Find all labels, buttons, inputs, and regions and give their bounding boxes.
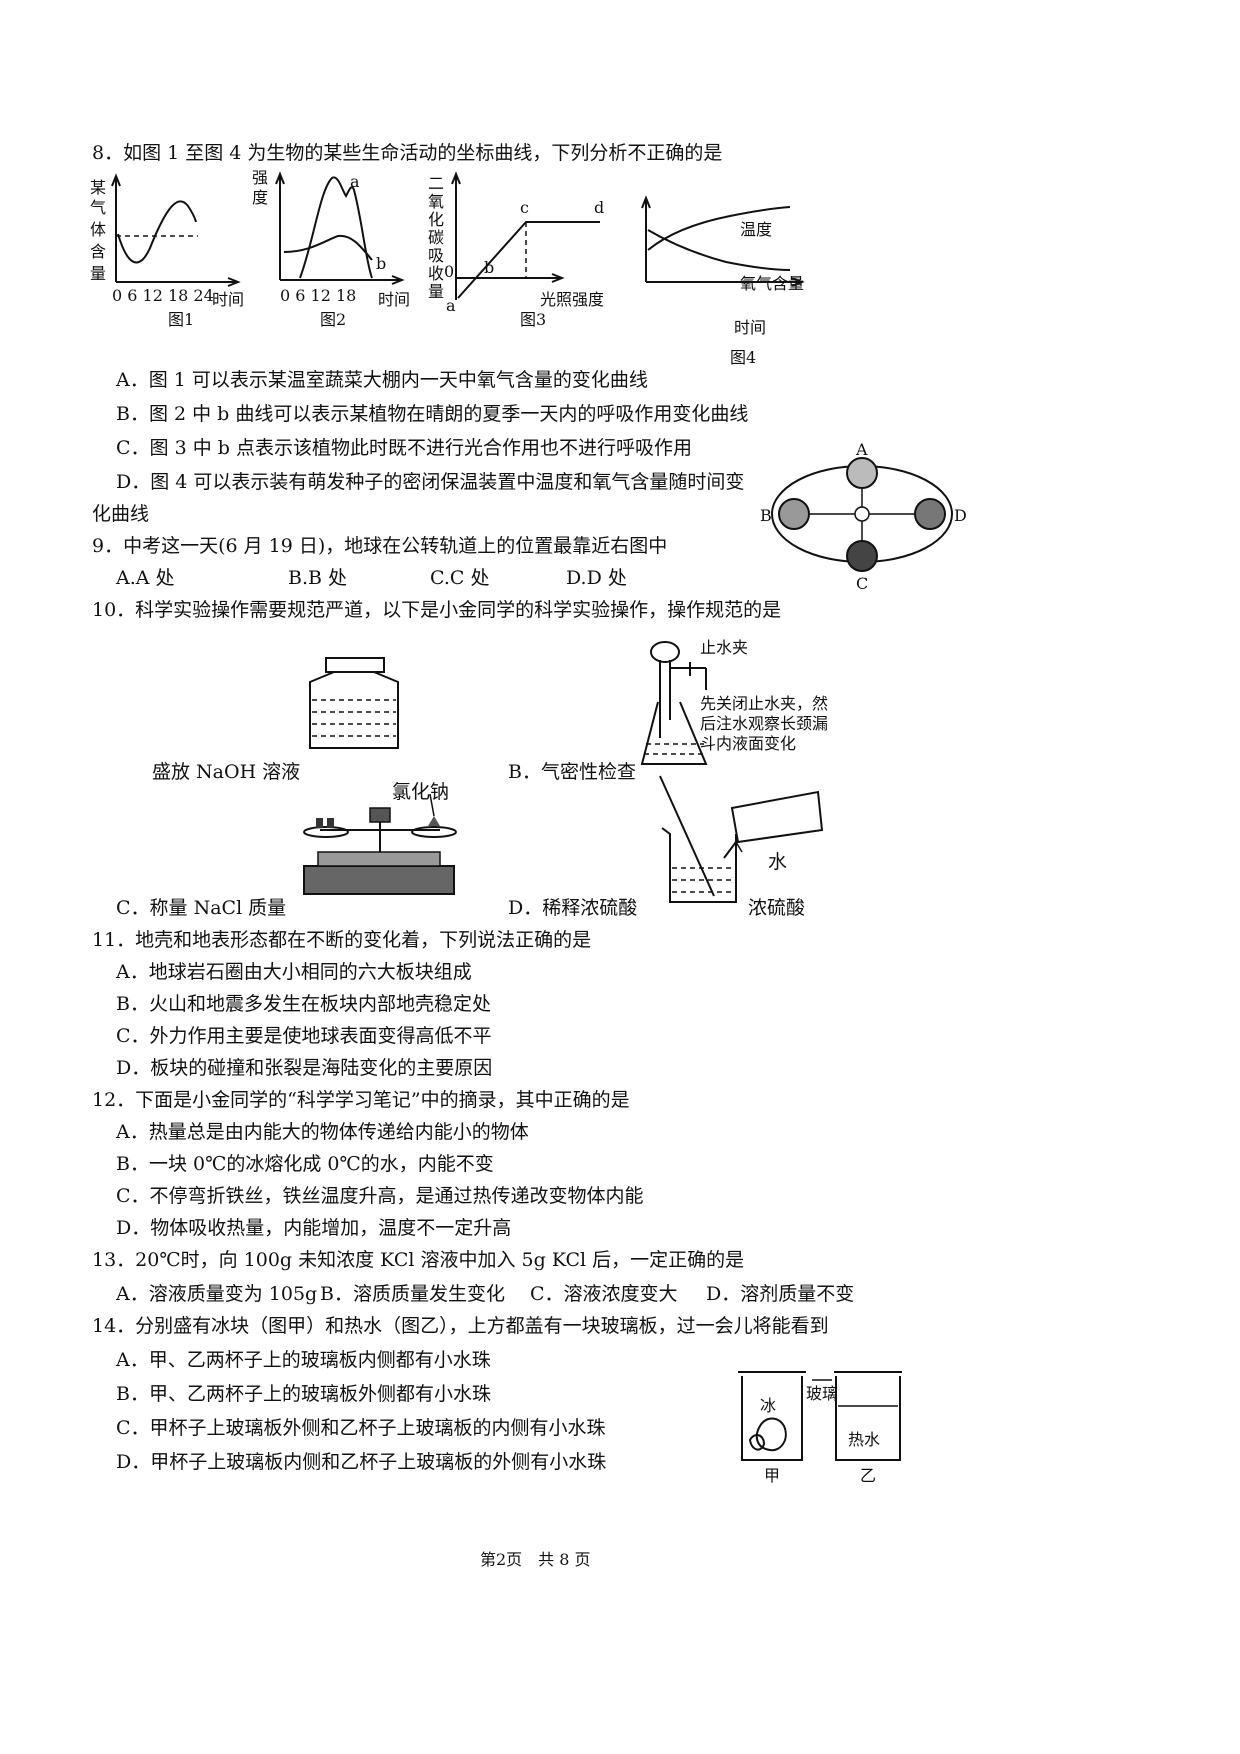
q14-stem: 14．分别盛有冰块（图甲）和热水（图乙），上方都盖有一块玻璃板，过一会儿将能看到 bbox=[92, 1315, 829, 1337]
q11-option-c: C．外力作用主要是使地球表面变得高低不平 bbox=[116, 1025, 492, 1047]
fig2-ticks: 0 6 12 18 bbox=[280, 286, 357, 305]
fig2-ylabel-1: 强 bbox=[252, 168, 269, 187]
q14-option-b: B．甲、乙两杯子上的玻璃板外侧都有小水珠 bbox=[116, 1383, 491, 1405]
d-water-label: 水 bbox=[768, 851, 788, 873]
q8-option-d-cont: 化曲线 bbox=[92, 503, 150, 525]
q13-option-b: B．溶质质量发生变化 bbox=[320, 1283, 505, 1305]
b-note-3: 斗内液面变化 bbox=[700, 734, 797, 753]
q14-option-d: D．甲杯子上玻璃板内侧和乙杯子上玻璃板的外侧有小水珠 bbox=[116, 1451, 607, 1473]
cup-jia-label: 甲 bbox=[764, 1466, 781, 1485]
fig1-ticks: 0 6 12 18 24 bbox=[112, 286, 214, 305]
fig3-point-c: c bbox=[520, 198, 529, 217]
fig2-ylabel-2: 度 bbox=[252, 188, 269, 207]
q11-option-a: A．地球岩石圈由大小相同的六大板块组成 bbox=[116, 961, 472, 983]
fig3-ylabel-7: 量 bbox=[428, 282, 445, 301]
fig3-ylabel-4: 碳 bbox=[428, 228, 445, 247]
q11-option-b: B．火山和地震多发生在板块内部地壳稳定处 bbox=[116, 993, 491, 1015]
q9-option-b: B.B 处 bbox=[288, 567, 348, 589]
q13-option-c: C．溶液浓度变大 bbox=[530, 1283, 678, 1305]
fig3-ylabel-3: 化 bbox=[428, 210, 445, 229]
q13-stem: 13．20℃时，向 100g 未知浓度 KCl 溶液中加入 5g KCl 后，一… bbox=[92, 1249, 745, 1271]
fig1-ylabel-4: 含 bbox=[90, 242, 107, 261]
q13-option-d: D．溶剂质量不变 bbox=[706, 1283, 855, 1305]
fig3-zero: 0 bbox=[444, 262, 455, 281]
q12-stem: 12．下面是小金同学的“科学学习笔记”中的摘录，其中正确的是 bbox=[92, 1089, 630, 1111]
q8-option-b: B．图 2 中 b 曲线可以表示某植物在晴朗的夏季一天内的呼吸作用变化曲线 bbox=[116, 403, 749, 425]
page-footer: 第2页 共 8 页 bbox=[480, 1550, 591, 1569]
fig4-caption: 图4 bbox=[730, 348, 757, 367]
fig3-ylabel-1: 二 bbox=[428, 174, 445, 193]
q10-stem: 10．科学实验操作需要规范严道，以下是小金同学的科学实验操作，操作规范的是 bbox=[92, 599, 782, 621]
q8-option-d: D．图 4 可以表示装有萌发种子的密闭保温装置中温度和氧气含量随时间变 bbox=[116, 471, 745, 493]
q9-option-d: D.D 处 bbox=[566, 567, 627, 589]
orbit-label-d: D bbox=[954, 506, 967, 525]
orbit-label-a: A bbox=[856, 440, 868, 459]
q14-option-c: C．甲杯子上玻璃板外侧和乙杯子上玻璃板的内侧有小水珠 bbox=[116, 1417, 606, 1439]
fig4-curve-oxygen: 氧气含量 bbox=[740, 274, 805, 293]
fig2-curve-a: a bbox=[350, 172, 360, 191]
fig1-ylabel-1: 某 bbox=[90, 178, 107, 197]
q11-option-d: D．板块的碰撞和张裂是海陆变化的主要原因 bbox=[116, 1057, 493, 1079]
q9-option-a: A.A 处 bbox=[116, 567, 175, 589]
orbit-label-c: C bbox=[856, 574, 869, 593]
fig3-point-b: b bbox=[484, 258, 495, 277]
fig1-xunit: 时间 bbox=[212, 290, 245, 309]
q12-option-c: C．不停弯折铁丝，铁丝温度升高，是通过热传递改变物体内能 bbox=[116, 1185, 644, 1207]
fig1-ylabel-3: 体 bbox=[90, 220, 107, 239]
glass-label: 玻璃 bbox=[806, 1384, 839, 1403]
q9-option-c: C.C 处 bbox=[430, 567, 490, 589]
fig1-caption: 图1 bbox=[168, 310, 195, 329]
q8-option-a: A．图 1 可以表示某温室蔬菜大棚内一天中氧气含量的变化曲线 bbox=[116, 369, 648, 391]
q8-option-c: C．图 3 中 b 点表示该植物此时既不进行光合作用也不进行呼吸作用 bbox=[116, 437, 692, 459]
fig4-xlabel: 时间 bbox=[734, 318, 767, 337]
ice-label: 冰 bbox=[760, 1396, 777, 1415]
b-clip-label: 止水夹 bbox=[700, 638, 749, 657]
fig3-caption: 图3 bbox=[520, 310, 547, 329]
q10-option-d: D．稀释浓硫酸 bbox=[508, 897, 638, 919]
q13-option-a: A．溶液质量变为 105g bbox=[116, 1283, 318, 1305]
q10-option-a: 盛放 NaOH 溶液 bbox=[152, 761, 301, 783]
b-note-2: 后注水观察长颈漏 bbox=[700, 714, 829, 733]
cup-yi-label: 乙 bbox=[860, 1466, 877, 1485]
q8-stem: 8．如图 1 至图 4 为生物的某些生命活动的坐标曲线，下列分析不正确的是 bbox=[92, 142, 723, 164]
fig3-ylabel-5: 吸 bbox=[428, 246, 445, 265]
b-note-1: 先关闭止水夹，然 bbox=[700, 694, 829, 713]
fig2-xunit: 时间 bbox=[378, 290, 411, 309]
fig2-curve-b: b bbox=[376, 254, 387, 273]
c-nacl-label: 氯化钠 bbox=[392, 781, 450, 803]
q9-stem: 9．中考这一天(6 月 19 日)，地球在公转轨道上的位置最靠近右图中 bbox=[92, 535, 668, 557]
hot-water-label: 热水 bbox=[848, 1430, 881, 1449]
fig4-curve-temp: 温度 bbox=[740, 220, 773, 239]
fig3-point-d: d bbox=[594, 198, 605, 217]
q12-option-a: A．热量总是由内能大的物体传递给内能小的物体 bbox=[116, 1121, 529, 1143]
fig2-caption: 图2 bbox=[320, 310, 347, 329]
q12-option-b: B．一块 0℃的冰熔化成 0℃的水，内能不变 bbox=[116, 1153, 494, 1175]
fig1-ylabel-2: 气 bbox=[90, 198, 107, 217]
q12-option-d: D．物体吸收热量，内能增加，温度不一定升高 bbox=[116, 1217, 512, 1239]
q14-option-a: A．甲、乙两杯子上的玻璃板内侧都有小水珠 bbox=[116, 1349, 491, 1371]
orbit-label-b: B bbox=[760, 506, 772, 525]
d-acid-label: 浓硫酸 bbox=[748, 897, 806, 919]
q10-option-b: B．气密性检查 bbox=[508, 761, 636, 783]
fig3-ylabel-6: 收 bbox=[428, 264, 445, 283]
fig3-ylabel-2: 氧 bbox=[428, 192, 445, 211]
fig1-ylabel-5: 量 bbox=[90, 264, 107, 283]
fig3-origin-a: a bbox=[446, 296, 456, 315]
fig3-xlabel: 光照强度 bbox=[540, 290, 605, 309]
q11-stem: 11．地壳和地表形态都在不断的变化着，下列说法正确的是 bbox=[92, 929, 592, 951]
q10-option-c: C．称量 NaCl 质量 bbox=[116, 897, 287, 919]
